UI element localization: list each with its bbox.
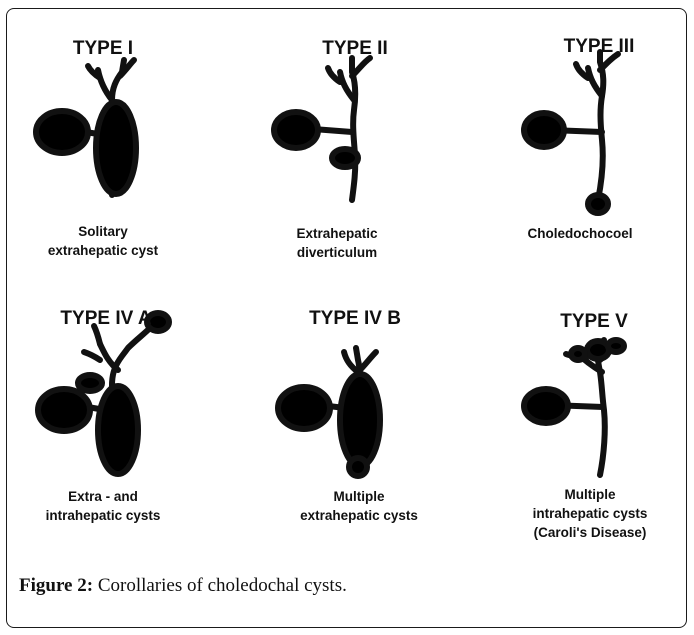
- type-iv-a-description-line-2: intrahepatic cysts: [46, 506, 161, 525]
- type-v-description-line-2: intrahepatic cysts: [533, 504, 648, 523]
- type-iv-a-gallbladder: [38, 389, 90, 431]
- figure-caption-label: Figure 2:: [19, 575, 93, 596]
- type-iii-description-line-1: Choledochocoel: [527, 224, 632, 243]
- type-i-gallbladder: [36, 111, 88, 153]
- type-v-description-line-1: Multiple: [533, 485, 648, 504]
- type-ii-description-line-2: diverticulum: [296, 243, 377, 262]
- type-iv-b-cyst: [340, 374, 380, 466]
- type-ii-title: TYPE II: [322, 38, 387, 60]
- type-v-gallbladder: [524, 389, 568, 423]
- type-iv-a-description-line-1: Extra - and: [46, 487, 161, 506]
- type-iv-a-cyst: [98, 386, 138, 474]
- type-iv-b-description-line-2: extrahepatic cysts: [300, 506, 418, 525]
- type-i-description-line-1: Solitary: [48, 222, 158, 241]
- type-ii-gallbladder: [274, 112, 318, 148]
- type-ii-description: Extrahepatic diverticulum: [296, 224, 377, 262]
- type-iv-a-intrahepatic-cyst-1: [78, 375, 102, 391]
- figure-caption: Figure 2: Corollaries of choledochal cys…: [19, 575, 347, 597]
- type-iv-a-description: Extra - and intrahepatic cysts: [46, 487, 161, 525]
- type-iv-b-description-line-1: Multiple: [300, 487, 418, 506]
- type-v-intrahepatic-cyst-3: [571, 348, 585, 360]
- type-iii-choledochocele: [588, 195, 608, 213]
- type-ii-diverticulum: [332, 149, 358, 167]
- type-iv-b-gallbladder: [278, 387, 330, 429]
- type-iv-a-title: TYPE IV A: [60, 308, 151, 330]
- type-iii-title: TYPE III: [564, 36, 635, 58]
- type-i-cyst: [96, 102, 136, 194]
- type-iii-gallbladder: [524, 113, 564, 147]
- type-ii-description-line-1: Extrahepatic: [296, 224, 377, 243]
- type-i-description-line-2: extrahepatic cyst: [48, 241, 158, 260]
- type-v-intrahepatic-cyst-2: [608, 340, 624, 352]
- figure-caption-text: Corollaries of choledochal cysts.: [93, 575, 347, 596]
- type-v-title: TYPE V: [560, 311, 628, 333]
- type-iii-description: Choledochocoel: [527, 224, 632, 243]
- type-v-description: Multiple intrahepatic cysts (Caroli's Di…: [533, 485, 648, 542]
- type-iv-b-description: Multiple extrahepatic cysts: [300, 487, 418, 525]
- type-i-title: TYPE I: [73, 38, 133, 60]
- type-i-description: Solitary extrahepatic cyst: [48, 222, 158, 260]
- type-iv-b-distal-cyst: [349, 458, 367, 476]
- type-v-description-line-3: (Caroli's Disease): [533, 523, 648, 542]
- type-iv-b-title: TYPE IV B: [309, 308, 401, 330]
